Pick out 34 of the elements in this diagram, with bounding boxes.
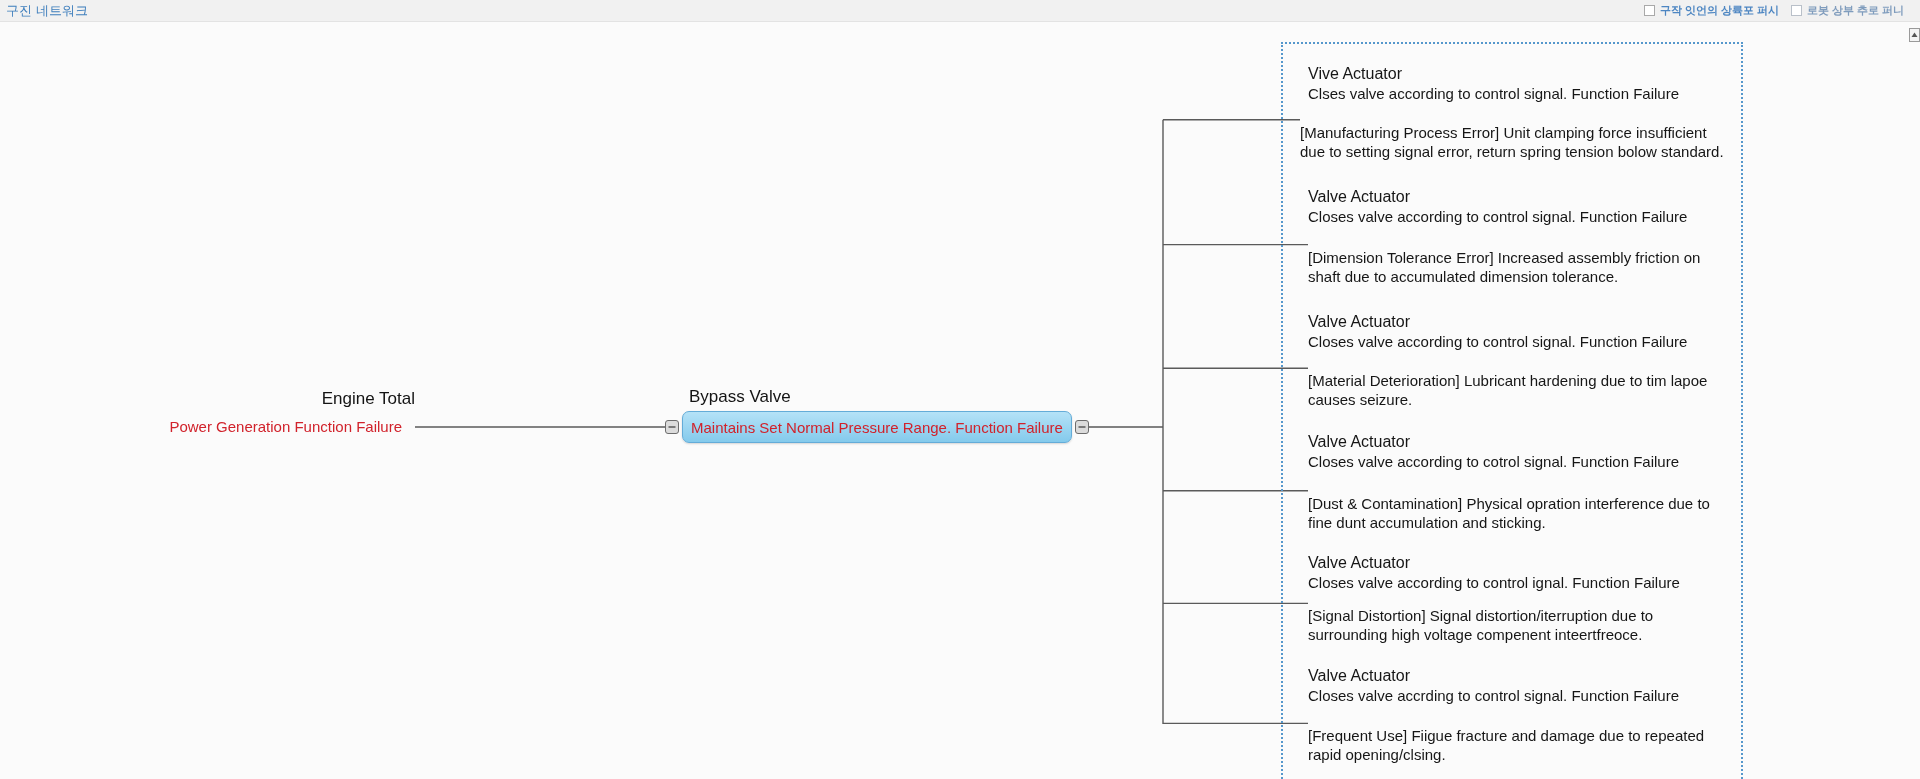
dotted-panel: [1281, 42, 1743, 779]
component-title: Valve Actuator: [1308, 553, 1410, 573]
component-title: Valve Actuator: [1308, 312, 1410, 332]
function-failure-text: Power Generation Function Failure: [169, 417, 402, 437]
function-text: Closes valve according to control ignal. Function Failure: [1308, 573, 1680, 592]
component-title: Valve Actuator: [1308, 666, 1410, 686]
connector-line: [1088, 119, 1164, 725]
function-text: Closes valve according to control signal. Function Failure: [1308, 332, 1688, 351]
failure-cause-text: [Signal Distortion] Signal distortion/iterruption due to surrounding high voltage compenent inteertfreoce.: [1308, 600, 1736, 645]
checkbox-label: 구작 잇언의 상륙포 퍼시: [1659, 3, 1779, 17]
node-title: Engine Total: [321, 388, 415, 410]
function-text: Closes valve accrding to control signal. Function Failure: [1308, 686, 1679, 705]
failure-cause-text: [Frequent Use] Fiigue fracture and damage due to repeated rapid opening/clsing.: [1308, 720, 1736, 765]
node-title: Bypass Valve: [689, 386, 791, 408]
app-title: 구진 네트워크: [6, 2, 88, 19]
function-text: Closes valve according to cotrol signal. Function Failure: [1308, 452, 1679, 471]
function-pill: Maintains Set Normal Pressure Range. Function Failure: [682, 411, 1072, 443]
connector-line: [1162, 243, 1309, 246]
checkbox-label: 로봇 상부 추로 퍼니: [1806, 3, 1904, 17]
component-title: Valve Actuator: [1308, 187, 1410, 207]
failure-cause-text: [Manufacturing Process Error] Unit clamping force insufficient due to setting signal error, return spring tension bolow standard.: [1300, 116, 1728, 161]
connector-line: [1162, 490, 1309, 492]
failure-cause-text: [Dust & Contamination] Physical opration interference due to fine dunt accumulation and sticking.: [1308, 487, 1736, 532]
connector-line: [1162, 722, 1309, 725]
connector-line: [1162, 602, 1309, 605]
connector-line: [1162, 367, 1309, 369]
function-text: Closes valve according to control signal. Function Failure: [1308, 207, 1688, 226]
connector-line: [1162, 119, 1301, 121]
component-title: Vive Actuator: [1308, 63, 1402, 84]
failure-cause-text: [Material Deterioration] Lubricant hardening due to tim lapoe causes seizure.: [1308, 365, 1736, 410]
function-text: Clses valve according to control signal. Function Failure: [1308, 83, 1679, 103]
failure-cause-text: [Dimension Tolerance Error] Increased assembly friction on shaft due to accumulated dimension tolerance.: [1308, 241, 1736, 286]
connector-line: [414, 426, 666, 428]
component-title: Valve Actuator: [1308, 432, 1410, 452]
